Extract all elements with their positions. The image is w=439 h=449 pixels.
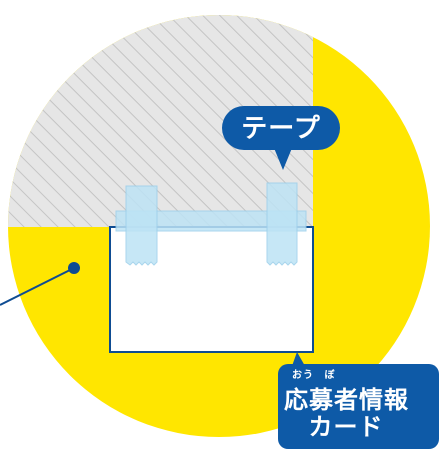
ruby-ou: おう bbox=[292, 370, 314, 381]
card-label-ruby: おう ぼ bbox=[292, 371, 335, 381]
tape-right bbox=[266, 182, 298, 266]
tape-callout bbox=[222, 106, 340, 170]
leader-dot-icon bbox=[68, 262, 80, 274]
tape-strip-horizontal bbox=[115, 210, 307, 232]
ruby-bo: ぼ bbox=[324, 370, 336, 381]
leader-line bbox=[0, 267, 75, 306]
card-label-line2: カード bbox=[308, 413, 384, 441]
tape-label: テープ bbox=[241, 114, 321, 144]
tape-left bbox=[125, 185, 158, 266]
card-callout bbox=[278, 352, 439, 449]
card-label-line1: 応募者情報 bbox=[284, 386, 409, 414]
